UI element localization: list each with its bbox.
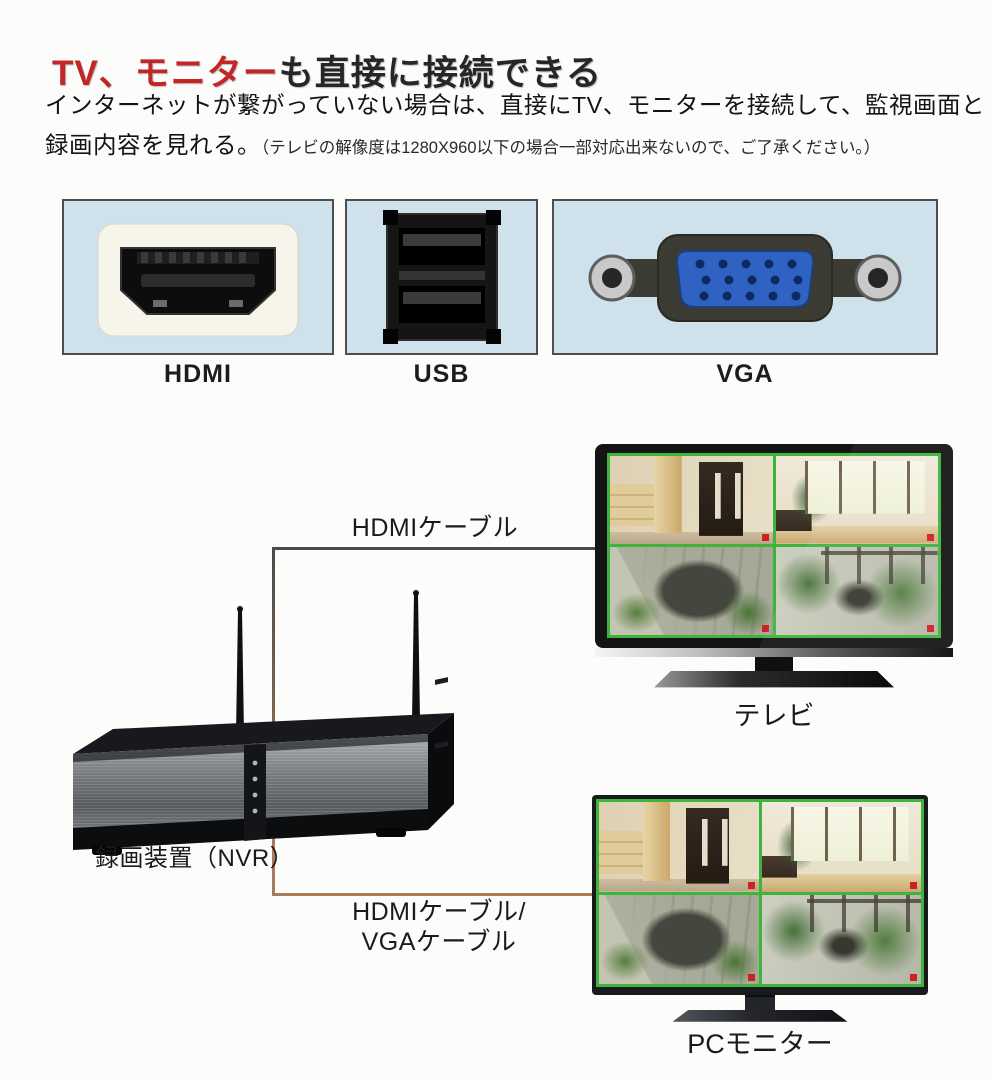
tv-stand-base <box>654 671 894 688</box>
vga-port-icon <box>588 234 902 322</box>
vga-port-panel <box>552 199 938 355</box>
tv-label: テレビ <box>733 701 815 731</box>
tv-stand-neck <box>755 657 793 671</box>
camera-quad-view <box>607 453 941 638</box>
title-highlight: TV、モニター <box>52 54 279 94</box>
tv-bezel <box>595 444 953 648</box>
camera-view-entrance <box>599 802 759 892</box>
vga-label: VGA <box>716 360 774 388</box>
hdmi-port-icon <box>97 223 299 337</box>
usb-label: USB <box>413 360 470 388</box>
hdmi-vga-cable-label: HDMIケーブル/ VGAケーブル <box>272 898 606 957</box>
camera-view-livingroom <box>761 802 921 892</box>
nvr-device-icon <box>73 590 454 855</box>
camera-quad-view <box>596 799 924 987</box>
tv-icon <box>595 444 953 691</box>
pc-monitor-stand-base <box>672 1010 848 1022</box>
hdmi-vga-cable-line <box>272 893 600 896</box>
intro-line-2-main: 録画内容を見れる。 <box>45 132 261 158</box>
tv-screen <box>607 453 941 638</box>
hdmi-vga-cable-label-line1: HDMIケーブル/ <box>352 898 526 926</box>
hdmi-vga-cable-label-line2: VGAケーブル <box>361 927 517 956</box>
title-rest: も直接に接続できる <box>278 54 603 94</box>
intro-line-2: 録画内容を見れる。（テレビの解像度は1280X960以下の場合一部対応出来ないの… <box>45 126 880 160</box>
camera-view-walkway <box>610 547 773 635</box>
nvr-label: 録画装置（NVR） <box>95 845 295 872</box>
tv-bottom-strip <box>595 648 953 657</box>
pc-monitor-stand-neck <box>745 995 775 1010</box>
camera-view-entrance <box>610 456 773 544</box>
pc-monitor-screen <box>596 799 924 987</box>
hdmi-cable-line <box>272 547 598 550</box>
camera-view-garden <box>775 547 938 635</box>
camera-view-garden <box>761 894 921 984</box>
usb-port-icon <box>383 210 501 344</box>
pc-monitor-icon <box>592 795 928 1025</box>
usb-port-panel <box>345 199 538 355</box>
intro-note: （テレビの解像度は1280X960以下の場合一部対応出来ないので、ご了承ください… <box>261 139 881 157</box>
intro-line-1: インターネットが繋がっていない場合は、直接にTV、モニターを接続して、監視画面と <box>45 92 985 118</box>
page-title: TV、モニターも直接に接続できる <box>52 45 602 96</box>
hdmi-cable-label: HDMIケーブル <box>351 514 519 542</box>
hdmi-label: HDMI <box>164 360 232 388</box>
hdmi-port-panel <box>62 199 334 355</box>
pc-monitor-bezel <box>592 795 928 995</box>
camera-view-livingroom <box>775 456 938 544</box>
pc-monitor-label: PCモニター <box>687 1029 833 1059</box>
camera-view-walkway <box>599 894 759 984</box>
